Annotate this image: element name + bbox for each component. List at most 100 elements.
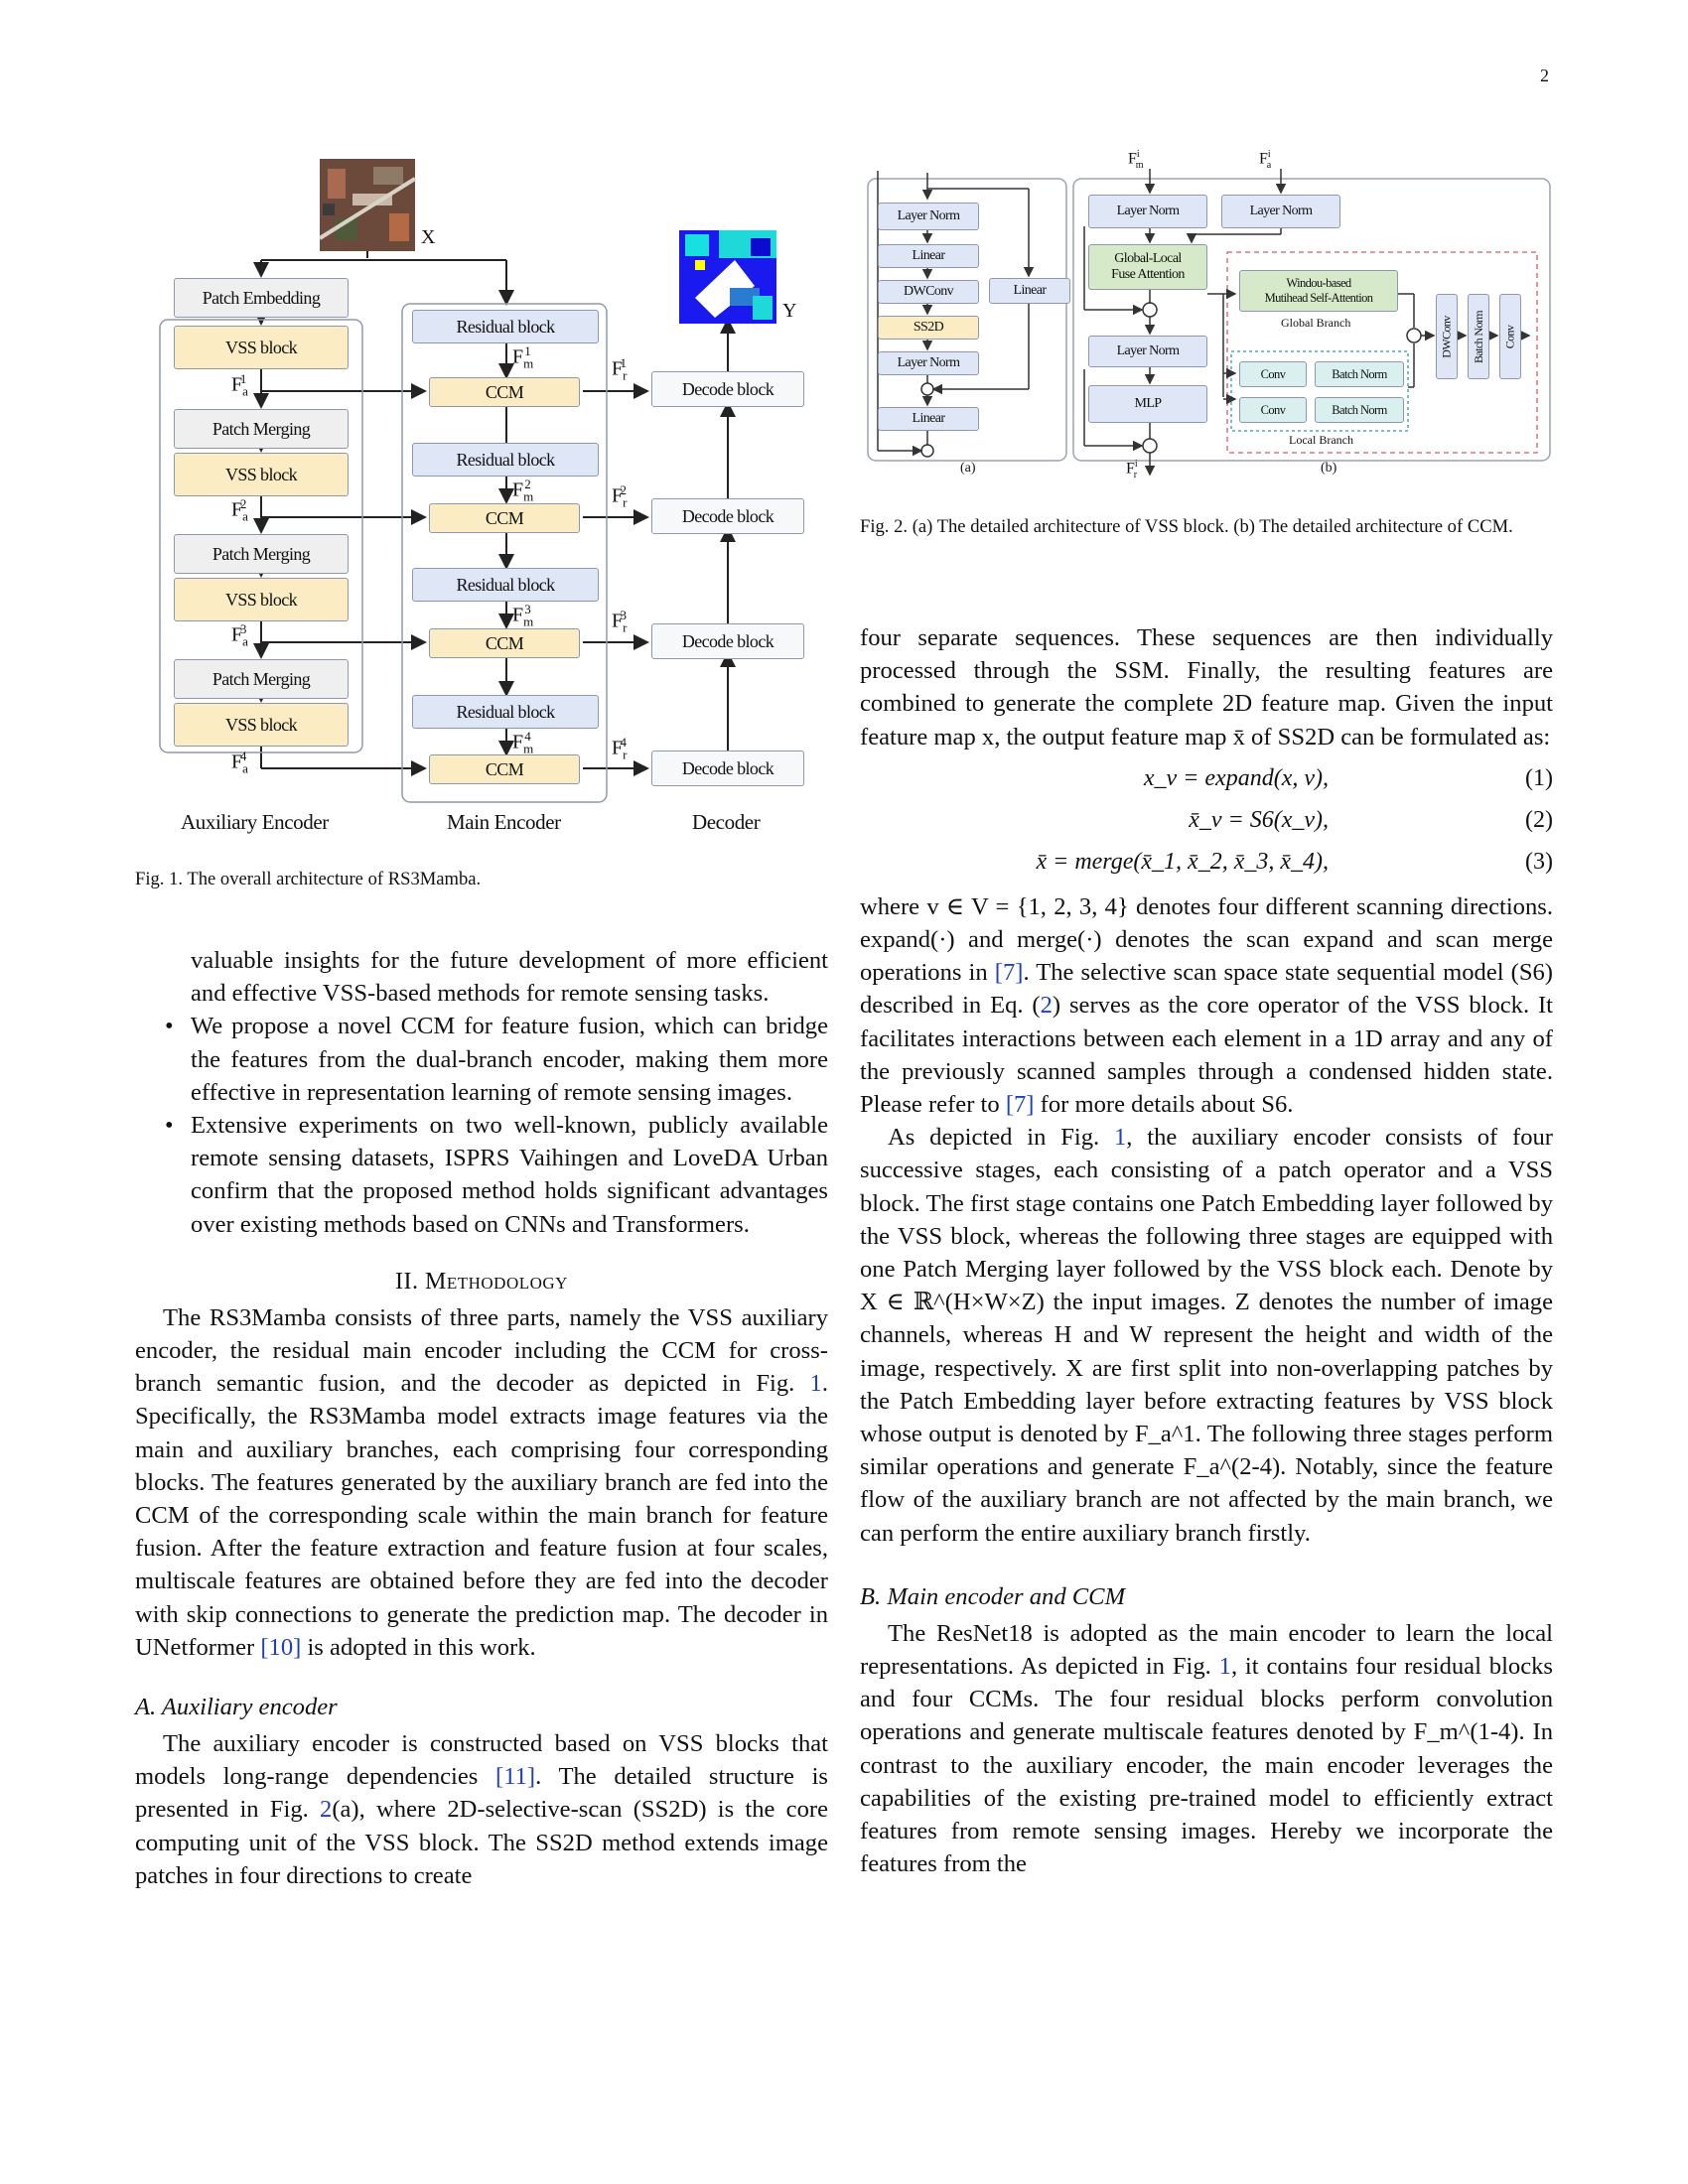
ccm-block-4: CCM	[429, 754, 580, 784]
ref10-link[interactable]: [10]	[260, 1633, 302, 1661]
post-dwconv: DWConv	[1436, 294, 1458, 379]
local-conv-2: Conv	[1239, 397, 1307, 423]
left-column: valuable insights for the future develop…	[135, 944, 828, 1892]
vss-layer-norm-2: Layer Norm	[878, 351, 979, 375]
local-batchnorm-1: Batch Norm	[1315, 361, 1404, 387]
contribution-list: valuable insights for the future develop…	[135, 944, 828, 1241]
x-label: X	[421, 226, 436, 248]
fm4-label: Fm4	[512, 729, 534, 756]
vss-dwconv: DWConv	[878, 280, 979, 304]
stages-paragraph: As depicted in Fig. 1, the auxiliary enc…	[860, 1124, 1553, 1547]
main-encoder-paragraph: The ResNet18 is adopted as the main enco…	[860, 1619, 1553, 1878]
input-image	[318, 159, 417, 251]
bullet-dot: •	[165, 1112, 174, 1140]
ccm-block-3: CCM	[429, 628, 580, 658]
fig1-link-2[interactable]: 1	[1114, 1124, 1127, 1152]
figure-1-connectors	[159, 159, 776, 803]
patch-merging-block-1: Patch Merging	[174, 409, 349, 449]
bullet-dot: •	[165, 1013, 174, 1040]
figure-2: Layer Norm Linear DWConv SS2D Layer Norm…	[0, 0, 1688, 516]
ccm-layer-norm-fa: Layer Norm	[1221, 195, 1340, 228]
fig2a-label: (a)	[960, 461, 976, 476]
decode-block-1: Decode block	[651, 371, 804, 407]
main-encoder-label: Main Encoder	[447, 810, 561, 834]
y-label: Y	[782, 300, 797, 322]
vss-layer-norm-1: Layer Norm	[878, 203, 979, 230]
decode-block-2: Decode block	[651, 498, 804, 534]
right-column: four separate sequences. These sequences…	[860, 621, 1553, 1881]
fr3-label: Fr3	[612, 608, 628, 635]
post-conv: Conv	[1499, 294, 1521, 379]
fm1-label: Fm1	[512, 343, 534, 371]
aux-encoder-paragraph: The auxiliary encoder is constructed bas…	[135, 1730, 828, 1889]
residual-block-4: Residual block	[412, 695, 599, 729]
eq2-link[interactable]: 2	[1040, 992, 1053, 1020]
ref7-link-2[interactable]: [7]	[1005, 1091, 1035, 1119]
local-conv-1: Conv	[1239, 361, 1307, 387]
patch-merging-block-3: Patch Merging	[174, 659, 349, 699]
residual-block-3: Residual block	[412, 568, 599, 602]
section-heading: II. Methodology	[395, 1268, 568, 1295]
figure-2-caption: Fig. 2. (a) The detailed architecture of…	[860, 516, 1513, 537]
fig2b-label: (b)	[1321, 461, 1337, 476]
ccm-fm-input: Fim	[1128, 149, 1144, 171]
patch-embedding-block: Patch Embedding	[174, 278, 349, 318]
ccm-fr-output: Fir	[1126, 459, 1138, 480]
decode-block-4: Decode block	[651, 751, 804, 786]
ccm-mlp: MLP	[1088, 385, 1207, 423]
equation-3: x̄ = merge(x̄_1, x̄_2, x̄_3, x̄_4),(3)	[1036, 848, 1553, 875]
equations: x_v = expand(x, v),(1) x̄_v = S6(x_v),(2…	[860, 765, 1553, 890]
fr1-label: Fr1	[612, 355, 628, 383]
subsection-a-heading: A. Auxiliary encoder	[135, 1694, 338, 1721]
equation-1: x_v = expand(x, v),(1)	[1143, 764, 1553, 791]
figure-1-caption: Fig. 1. The overall architecture of RS3M…	[135, 869, 482, 889]
residual-block-2: Residual block	[412, 443, 599, 477]
vss-block-1: VSS block	[174, 326, 349, 369]
global-branch-label: Global Branch	[1281, 316, 1351, 330]
vss-block-3: VSS block	[174, 578, 349, 621]
fm3-label: Fm3	[512, 602, 534, 629]
ref7-link[interactable]: [7]	[994, 959, 1024, 987]
fa3-label: Fa3	[231, 621, 248, 649]
subsection-b-heading: B. Main encoder and CCM	[860, 1582, 1126, 1610]
fig1-link[interactable]: 1	[809, 1370, 822, 1398]
patch-merging-block-2: Patch Merging	[174, 534, 349, 574]
vss-block-2: VSS block	[174, 453, 349, 496]
decoder-label: Decoder	[692, 810, 761, 834]
ccm-fa-input: Fia	[1259, 149, 1272, 171]
fm2-label: Fm2	[512, 477, 534, 504]
scan-paragraph: where v ∈ V = {1, 2, 3, 4} denotes four …	[860, 892, 1554, 1119]
bullet-experiments: •Extensive experiments on two well-known…	[135, 1109, 828, 1241]
post-batchnorm: Batch Norm	[1468, 294, 1489, 379]
aux-encoder-label: Auxiliary Encoder	[181, 810, 329, 834]
bullet-continuation: valuable insights for the future develop…	[191, 947, 828, 1008]
vss-block-4: VSS block	[174, 703, 349, 747]
ref11-link[interactable]: [11]	[495, 1763, 536, 1791]
ccm-block-1: CCM	[429, 377, 580, 407]
residual-block-1: Residual block	[412, 310, 599, 343]
ccm-layer-norm-2: Layer Norm	[1088, 336, 1207, 367]
fig1-link-3[interactable]: 1	[1218, 1653, 1231, 1681]
fr2-label: Fr2	[612, 482, 628, 510]
fr4-label: Fr4	[612, 735, 628, 762]
fa4-label: Fa4	[231, 749, 248, 776]
vss-linear-1: Linear	[878, 244, 979, 268]
vss-linear-2: Linear	[878, 407, 979, 431]
vss-ss2d: SS2D	[878, 316, 979, 340]
methodology-paragraph: The RS3Mamba consists of three parts, na…	[135, 1303, 828, 1661]
vss-linear-side: Linear	[989, 278, 1070, 304]
page-number: 2	[1540, 66, 1549, 85]
figure-1: X Y Patch Embedding VSS block Patch Merg…	[0, 0, 824, 874]
fa1-label: Fa1	[231, 371, 248, 399]
bullet-ccm: •We propose a novel CCM for feature fusi…	[135, 1010, 828, 1109]
output-map	[679, 230, 776, 324]
figure-2-connectors	[867, 169, 1551, 477]
equation-2: x̄_v = S6(x_v),(2)	[1189, 806, 1553, 833]
fig2-link[interactable]: 2	[320, 1796, 333, 1824]
decode-block-3: Decode block	[651, 623, 804, 659]
ss2d-paragraph: four separate sequences. These sequences…	[860, 624, 1553, 751]
ccm-block-2: CCM	[429, 503, 580, 533]
